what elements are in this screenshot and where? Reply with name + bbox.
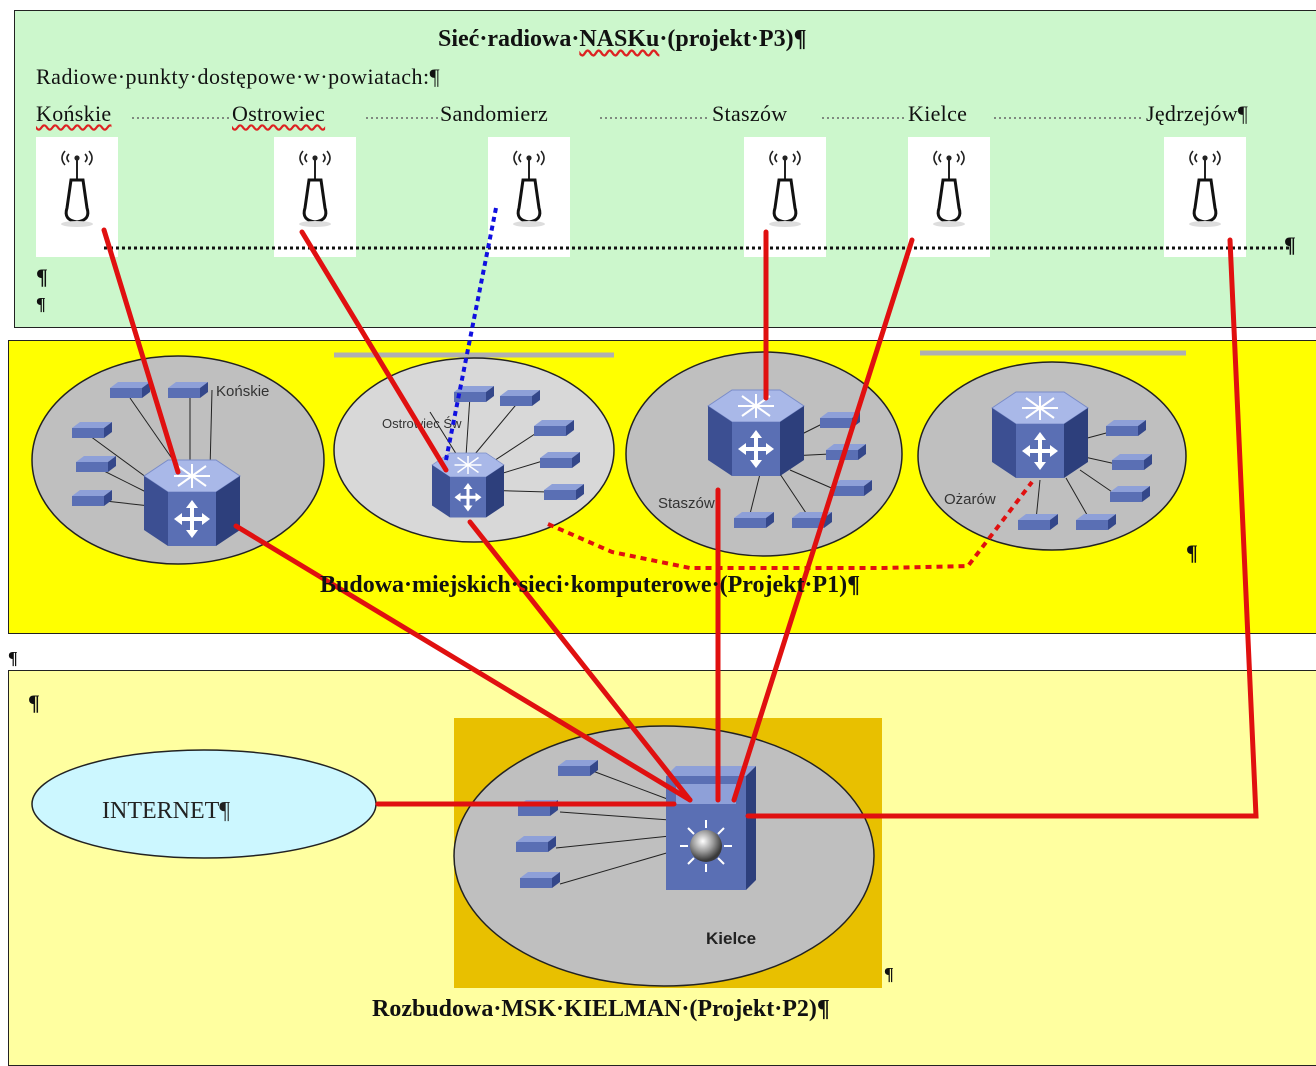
switch-icon [1112, 454, 1152, 470]
switch-icon [1110, 486, 1150, 502]
link-konskie-ap [101, 227, 181, 475]
link-kielce-ap [731, 237, 915, 803]
antenna-icon-kielce [931, 149, 967, 229]
kielce-hub-ellipse [453, 725, 875, 987]
city-staszow: Staszów [712, 101, 788, 126]
antenna-icon-sandomierz [511, 149, 547, 229]
switch-icon [500, 390, 540, 406]
p2-title: Rozbudowa·MSK·KIELMAN·(Projekt·P2)¶ [372, 996, 830, 1022]
pilcrow-between: ¶ [8, 648, 18, 668]
hub-label-kielce: Kielce [706, 929, 756, 948]
router-icon-ozarow [991, 391, 1089, 479]
switch-icon [832, 480, 872, 496]
site-label-ostrowiec: Ostrowiec Św [382, 416, 462, 431]
router-icon-konskie [143, 459, 241, 547]
site-label-konskie: Końskie [216, 383, 269, 400]
p2-pilcrow-top: ¶ [28, 690, 40, 715]
site-label-staszow: Staszów [658, 495, 715, 512]
p1-pilcrow-right: ¶ [1186, 540, 1198, 565]
p1-title: Budowa·miejskich·sieci·komputerowe·(Proj… [320, 572, 861, 598]
site-label-ozarow: Ożarów [944, 491, 996, 508]
link-sandomierz-blue [444, 207, 498, 461]
city-ostrowiec: Ostrowiec [232, 101, 326, 126]
city-konskie: Końskie [36, 101, 112, 126]
switch-icon [520, 872, 560, 888]
link-ostrowiec-hub [467, 519, 693, 803]
internet-label: INTERNET¶ [102, 798, 230, 824]
router-icon-staszow [707, 389, 805, 477]
antenna-icon-ostrowiec [297, 149, 333, 229]
kielce-links [555, 769, 671, 885]
p3-pilcrow-left-1: ¶ [36, 264, 48, 289]
link-ostrowiec-ap [299, 229, 449, 473]
p3-pilcrow-left-2: ¶ [36, 294, 46, 314]
p3-pilcrow-right: ¶ [1284, 232, 1296, 257]
link-konskie-hub [233, 523, 693, 803]
switch-icon [76, 456, 116, 472]
antenna-icon-jedrzejow [1187, 149, 1223, 229]
switch-icon [1076, 514, 1116, 530]
ring-link-dotted [547, 480, 1034, 570]
ozarow-links [1035, 431, 1119, 521]
p3-band [14, 10, 1316, 328]
red-links [101, 227, 1259, 819]
switch-icon [110, 382, 150, 398]
antenna-icon-staszow [767, 149, 803, 229]
p3-title: Sieć·radiowa·NASKu·(projekt·P3)¶ [438, 26, 807, 52]
switch-icon [1018, 514, 1058, 530]
switch-icon [534, 420, 574, 436]
city-jedrzejow: Jędrzejów¶ [1146, 101, 1249, 126]
antenna-icon-konskie [59, 149, 95, 229]
switch-icon [558, 760, 598, 776]
switch-icon [1106, 420, 1146, 436]
switch-icon [516, 836, 556, 852]
p2-pilcrow-mid: ¶ [884, 964, 894, 984]
link-jedrzejow-ap [745, 237, 1259, 819]
switch-icon [72, 422, 112, 438]
switch-icon [540, 452, 580, 468]
switch-icon [544, 484, 584, 500]
switch-icon [168, 382, 208, 398]
city-sandomierz: Sandomierz [440, 101, 549, 126]
city-kielce: Kielce [908, 101, 968, 126]
p3-subtitle: Radiowe·punkty·dostępowe·w·powiatach:¶ [36, 64, 441, 89]
switch-icon [734, 512, 774, 528]
switch-icon [72, 490, 112, 506]
